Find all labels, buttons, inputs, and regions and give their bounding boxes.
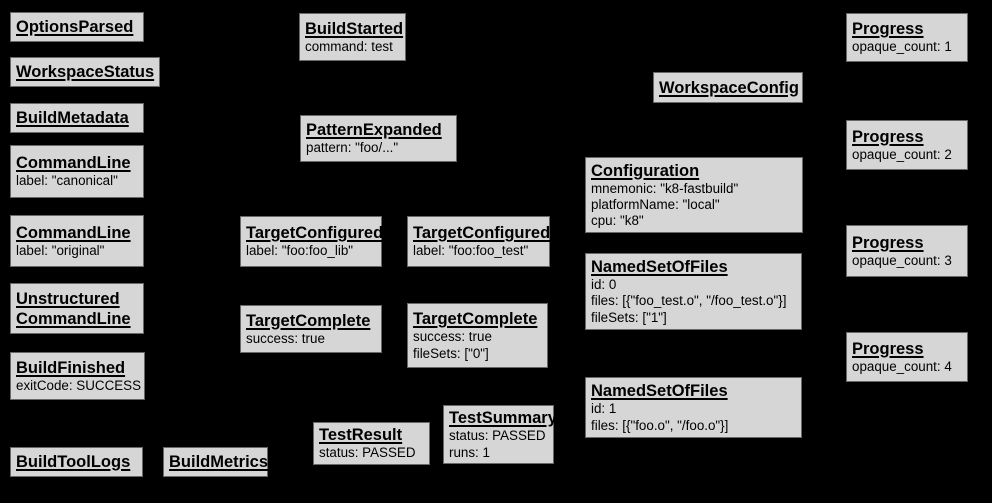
node-field: label: "canonical" <box>16 173 118 189</box>
node-title: BuildMetrics <box>169 453 269 471</box>
node-title: Configuration <box>591 161 700 180</box>
node-title: Progress <box>852 233 924 252</box>
node-field: files: [{"foo.o", "/foo.o"}] <box>591 417 729 433</box>
node-field: id: 1 <box>591 401 617 417</box>
node-title: WorkspaceConfig <box>659 78 799 97</box>
node-field: success: true <box>413 329 492 345</box>
node-field: files: [{"foo_test.o", "/foo_test.o"}] <box>591 293 787 309</box>
node-field: success: true <box>246 330 325 346</box>
node-title: BuildMetadata <box>16 109 129 127</box>
node-build-metrics: BuildMetrics <box>163 447 268 477</box>
node-field: runs: 1 <box>449 444 490 460</box>
node-title: OptionsParsed <box>16 18 134 36</box>
node-title: BuildStarted <box>305 19 404 38</box>
node-title: WorkspaceStatus <box>16 63 155 81</box>
node-field: id: 0 <box>591 277 617 293</box>
node-unstructured-command-line: Unstructured CommandLine <box>10 283 144 334</box>
node-workspace-config: WorkspaceConfig <box>653 72 803 103</box>
node-field: fileSets: ["0"] <box>413 345 489 361</box>
node-title: TestSummary <box>449 409 557 428</box>
node-title: CommandLine <box>16 223 131 242</box>
node-field: command: test <box>305 38 393 54</box>
node-field: label: "foo:foo_lib" <box>246 243 354 259</box>
node-field: opaque_count: 1 <box>852 39 952 55</box>
node-workspace-status: WorkspaceStatus <box>10 57 160 87</box>
node-field: mnemonic: "k8-fastbuild" <box>591 180 739 196</box>
node-build-tool-logs: BuildToolLogs <box>10 447 143 477</box>
node-title: TargetConfigured <box>246 224 384 243</box>
node-title: BuildToolLogs <box>16 453 131 471</box>
node-field: pattern: "foo/..." <box>306 140 399 156</box>
node-field: opaque_count: 2 <box>852 146 952 162</box>
node-field: fileSets: ["1"] <box>591 309 667 325</box>
node-title: BuildFinished <box>16 358 126 377</box>
node-field: label: "foo:foo_test" <box>413 243 529 259</box>
node-field: status: PASSED <box>449 428 546 444</box>
node-title: CommandLine <box>16 154 131 173</box>
node-title: NamedSetOfFiles <box>591 258 728 277</box>
node-title: PatternExpanded <box>306 121 442 140</box>
node-options-parsed: OptionsParsed <box>10 12 144 42</box>
node-field: status: PASSED <box>319 445 416 461</box>
node-title: TargetComplete <box>246 311 371 330</box>
node-field: platformName: "local" <box>591 196 720 212</box>
node-title: NamedSetOfFiles <box>591 382 728 401</box>
node-field: cpu: "k8" <box>591 213 644 229</box>
node-field: opaque_count: 3 <box>852 252 952 268</box>
node-title: Unstructured CommandLine <box>16 289 131 328</box>
node-title: Progress <box>852 339 924 358</box>
node-field: label: "original" <box>16 242 105 258</box>
node-title: Progress <box>852 127 924 146</box>
node-title: Progress <box>852 20 924 39</box>
node-field: opaque_count: 4 <box>852 358 952 374</box>
node-field: exitCode: SUCCESS <box>16 377 142 393</box>
node-title: TestResult <box>319 426 403 445</box>
node-title: TargetComplete <box>413 310 538 329</box>
node-build-metadata: BuildMetadata <box>10 103 144 133</box>
node-title: TargetConfigured <box>413 224 551 243</box>
